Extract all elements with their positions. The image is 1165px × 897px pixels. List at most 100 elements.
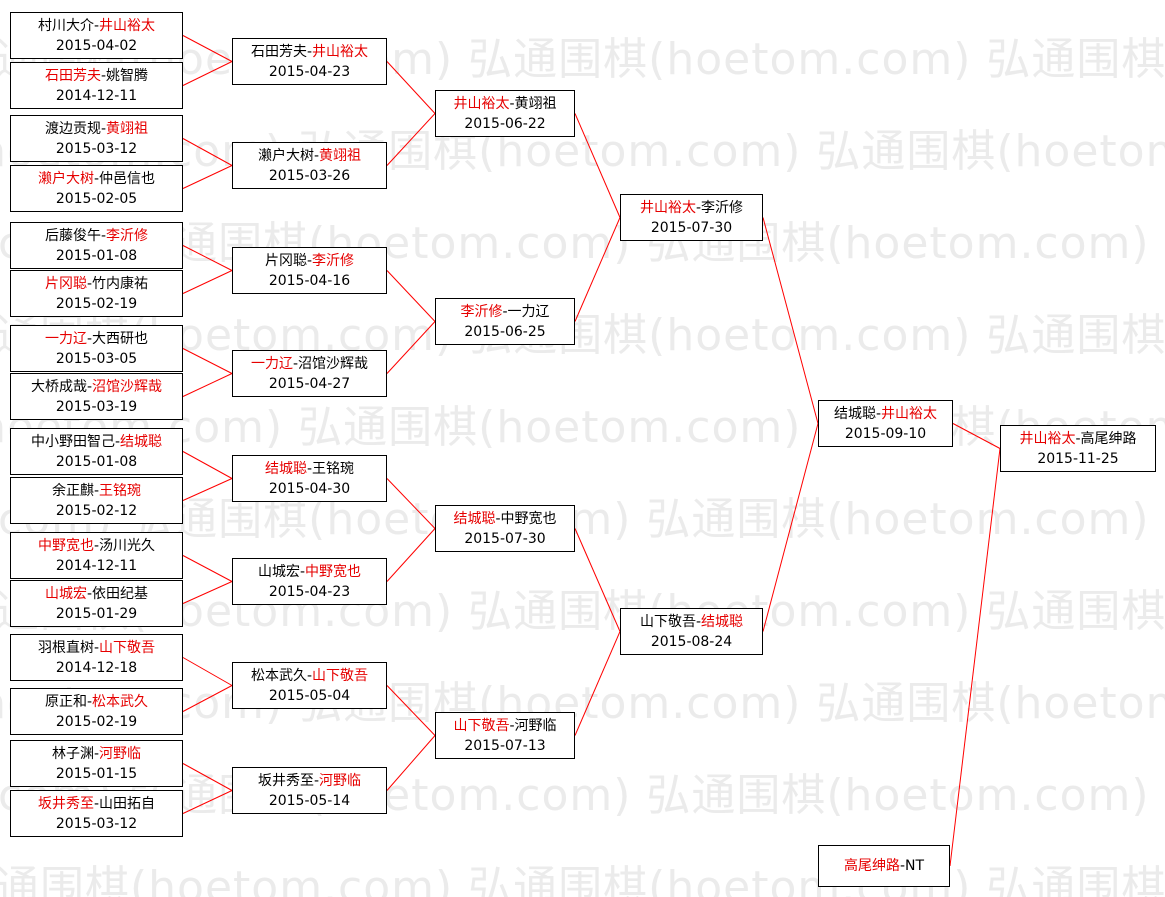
connector-line xyxy=(182,348,233,374)
player-name: 村川大介 xyxy=(37,17,94,34)
vs-separator: - xyxy=(695,613,702,630)
vs-separator: - xyxy=(86,693,93,710)
connector-line xyxy=(386,321,436,374)
player-name: 井山裕太 xyxy=(639,199,696,216)
match-date: 2015-05-14 xyxy=(268,792,351,809)
player-name: 原正和 xyxy=(44,693,87,710)
player-name: 井山裕太 xyxy=(1019,430,1076,447)
connector-line xyxy=(386,685,436,736)
match-players: 一力辽-沼馆沙辉哉 xyxy=(233,354,386,374)
match-players: 村川大介-井山裕太 xyxy=(11,16,182,36)
match-players: 山城宏-中野宽也 xyxy=(233,562,386,582)
match-players: 石田芳夫-姚智腾 xyxy=(11,66,182,86)
player-name: 濑户大树 xyxy=(37,170,94,187)
player-name: 中野宽也 xyxy=(500,510,557,527)
match-box[interactable]: 高尾绅路-NT xyxy=(818,845,950,887)
match-players: 后藤俊午-李沂修 xyxy=(11,226,182,246)
player-name: 松本武久 xyxy=(250,667,307,684)
connector-line xyxy=(952,423,1001,449)
match-players: 松本武久-山下敬吾 xyxy=(233,666,386,686)
match-players: 大桥成哉-沼馆沙辉哉 xyxy=(11,377,182,397)
connector-line xyxy=(182,245,233,271)
match-date: 2015-03-05 xyxy=(55,350,138,367)
match-date: 2015-01-08 xyxy=(55,453,138,470)
match-date: 2015-11-25 xyxy=(1037,450,1119,467)
player-name: 后藤俊午 xyxy=(44,227,101,244)
connector-line xyxy=(762,423,819,632)
player-name: 井山裕太 xyxy=(312,43,369,60)
match-players: 山城宏-依田纪基 xyxy=(11,584,182,604)
match-date: 2015-02-05 xyxy=(55,190,138,207)
player-name: 高尾绅路 xyxy=(843,858,900,874)
vs-separator: - xyxy=(93,17,100,34)
vs-separator: - xyxy=(93,482,100,499)
player-name: 片冈聪 xyxy=(264,252,307,269)
match-date: 2015-04-02 xyxy=(55,37,138,54)
player-name: 竹内康祐 xyxy=(92,275,149,292)
player-name: 结城聪 xyxy=(453,510,496,527)
vs-separator: - xyxy=(86,378,93,395)
connector-line xyxy=(762,217,819,424)
match-players: 井山裕太-高尾绅路 xyxy=(1001,429,1155,449)
connector-line xyxy=(386,270,436,322)
connector-line xyxy=(574,217,621,322)
vs-separator: - xyxy=(1075,430,1081,447)
player-name: 一力辽 xyxy=(507,303,550,320)
match-players: 原正和-松本武久 xyxy=(11,692,182,712)
player-name: 李沂修 xyxy=(106,227,149,244)
connector-line xyxy=(182,790,233,814)
match-date: 2015-02-12 xyxy=(55,502,138,519)
player-name: 结城聪 xyxy=(120,433,163,450)
match-date: 2015-05-04 xyxy=(268,687,351,704)
vs-separator: - xyxy=(292,355,299,372)
connector-line xyxy=(386,113,436,166)
connector-line xyxy=(182,61,233,86)
watermark-text: 弘通围棋(hoetom.com) 弘通围棋(hoetom.com) 弘通围棋(h… xyxy=(0,770,1165,821)
player-name: 李沂修 xyxy=(701,199,744,216)
match-date: 2015-07-30 xyxy=(464,530,546,547)
match-players: 山下敬吾-河野临 xyxy=(436,716,574,736)
connector-line xyxy=(182,138,233,166)
watermark-text: 弘通围棋(hoetom.com) 弘通围棋(hoetom.com) 弘通围棋(h… xyxy=(0,126,1165,177)
player-name: 井山裕太 xyxy=(881,405,938,422)
match-date: 2015-02-19 xyxy=(55,295,138,312)
connector-line xyxy=(386,61,436,114)
player-name: 结城聪 xyxy=(264,460,307,477)
player-name: 李沂修 xyxy=(312,252,355,269)
player-name: 中小野田智己 xyxy=(30,433,115,450)
match-date: 2015-04-23 xyxy=(268,63,351,80)
